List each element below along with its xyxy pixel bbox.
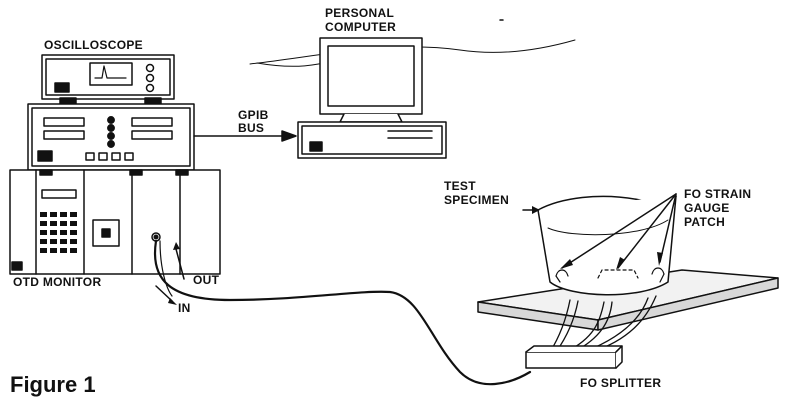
gpib-bus-connection [193, 130, 297, 142]
fo-strain-label-line2: GAUGE [684, 201, 730, 215]
oscilloscope [41, 54, 175, 105]
test-specimen-label-line2: SPECIMEN [444, 193, 510, 207]
fo-splitter [525, 345, 623, 369]
fo-strain-label-line1: FO STRAIN [684, 187, 752, 201]
gpib-label-line2: BUS [238, 121, 265, 135]
instrument-chassis [27, 103, 195, 171]
otd-fiber-cable [153, 239, 532, 386]
gpib-label-line1: GPIB [238, 108, 269, 122]
figure-caption: Figure 1 [10, 372, 96, 397]
test-specimen-label-line1: TEST [444, 179, 476, 193]
personal-computer-label-line2: COMPUTER [325, 20, 397, 34]
otd-monitor-rack [9, 169, 221, 275]
out-label: OUT [193, 273, 220, 287]
in-label: IN [178, 301, 191, 315]
otd-monitor-label: OTD MONITOR [13, 275, 102, 289]
fo-splitter-label: FO SPLITTER [580, 376, 662, 390]
personal-computer [249, 19, 576, 159]
personal-computer-label-line1: PERSONAL [325, 6, 395, 20]
test-specimen [537, 195, 677, 296]
oscilloscope-label: OSCILLOSCOPE [44, 38, 143, 52]
out-arrow [173, 242, 185, 280]
oscilloscope-screen [89, 62, 133, 86]
in-arrow [155, 285, 177, 305]
fo-strain-gauge-pointers [560, 193, 677, 270]
oscilloscope-power-block [54, 82, 70, 93]
fo-strain-label-line3: PATCH [684, 215, 726, 229]
table [477, 269, 779, 331]
